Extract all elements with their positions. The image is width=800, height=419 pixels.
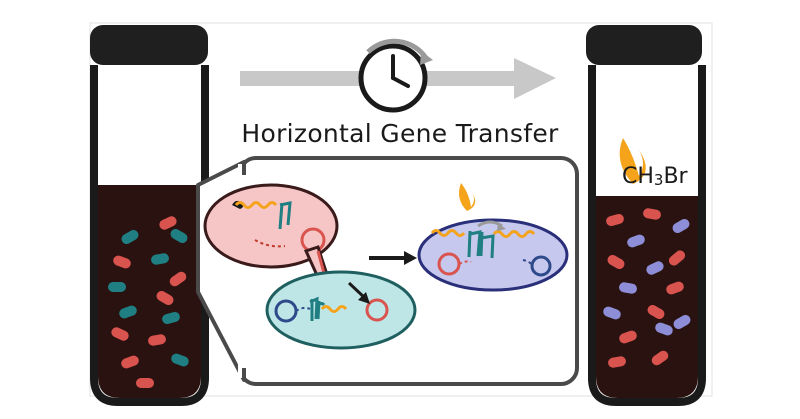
- bacterium-cell: [148, 334, 166, 346]
- clock-icon: [358, 38, 433, 113]
- bacterium-cell: [647, 305, 665, 319]
- right-vial-cells: [603, 208, 691, 368]
- right-vial-liquid: [596, 196, 698, 398]
- transconjugant-cell: [417, 218, 569, 292]
- bacterium-cell: [156, 291, 174, 305]
- bacterium-cell: [655, 322, 673, 336]
- left-vial-cells: [108, 216, 189, 388]
- right-vial-cap: [586, 25, 702, 65]
- left-vial: [90, 25, 209, 406]
- bacterium-cell: [136, 378, 154, 388]
- bacterium-cell: [603, 306, 621, 320]
- bacterium-cell: [627, 234, 645, 248]
- bacterium-cell: [668, 250, 686, 266]
- bacterium-cell: [119, 305, 137, 319]
- bacterium-cell: [159, 216, 177, 230]
- bacterium-cell: [666, 281, 684, 295]
- bacterium-cell: [643, 208, 661, 220]
- bacterium-cell: [651, 350, 669, 366]
- bacterium-cell: [619, 282, 637, 294]
- arrow-icon: [369, 251, 417, 265]
- left-vial-cap: [90, 25, 208, 65]
- bacterium-cell: [672, 219, 690, 234]
- bacterium-cell: [108, 282, 126, 292]
- bacterium-cell: [111, 327, 129, 341]
- bacterium-cell: [608, 356, 626, 368]
- bacterium-cell: [151, 253, 169, 265]
- flame-icon: [619, 138, 646, 184]
- bacterium-cell: [169, 271, 187, 287]
- bacterium-cell: [162, 311, 180, 325]
- bacterium-cell: [121, 230, 139, 244]
- bacterium-cell: [170, 229, 188, 243]
- bacterium-cell: [171, 353, 189, 367]
- bacterium-cell: [606, 213, 624, 227]
- plasmid-icon: [365, 298, 389, 322]
- time-arrow-head: [514, 58, 556, 99]
- plasmid-icon: [530, 255, 552, 277]
- bacterium-cell: [121, 355, 139, 369]
- diagram-title: Horizontal Gene Transfer: [241, 119, 559, 148]
- bacterium-cell: [619, 330, 637, 344]
- right-vial: [586, 25, 706, 406]
- flame-icon: [459, 183, 476, 211]
- bacterium-cell: [673, 315, 691, 329]
- chemical-label: CH3Br: [622, 164, 689, 189]
- bacterium-cell: [646, 261, 664, 275]
- recipient-cell: [265, 270, 417, 350]
- bacterium-cell: [113, 255, 131, 269]
- bacterium-cell: [607, 255, 625, 269]
